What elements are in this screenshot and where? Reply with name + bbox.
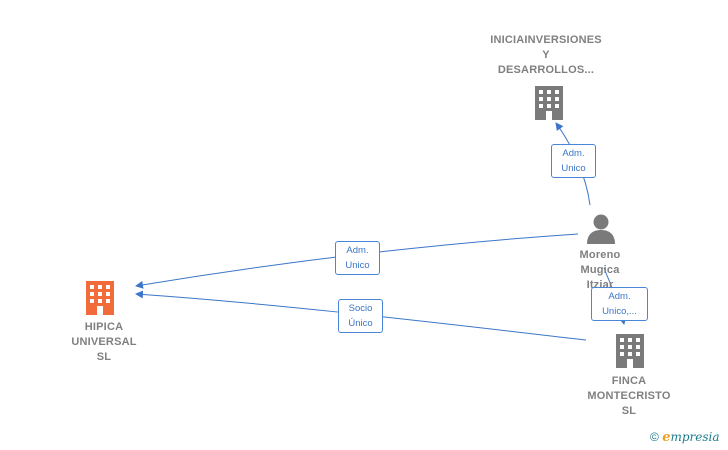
edge-label-finca-hipica[interactable]: Socio Único: [338, 299, 383, 333]
node-label-line: UNIVERSAL: [71, 336, 137, 348]
brand-logo-name: mpresia: [670, 430, 720, 444]
edge-label-line: Unico: [345, 260, 370, 271]
edge-label-line: Único: [348, 318, 373, 329]
node-label-line: INICIAINVERSIONES: [490, 34, 602, 46]
node-label-line: DESARROLLOS...: [497, 64, 595, 76]
edge-label-line: Socio: [348, 303, 373, 314]
node-label-line: HIPICA: [84, 321, 124, 333]
node-label-hipica[interactable]: HIPICA UNIVERSAL SL: [48, 320, 160, 365]
node-label-line: MONTECRISTO: [587, 390, 671, 402]
node-label-line: Y: [542, 49, 550, 61]
edge-label-moreno-finca[interactable]: Adm. Unico,...: [591, 287, 648, 321]
brand-logo: © empresia: [650, 430, 720, 445]
edge-label-line: Adm.: [562, 148, 585, 159]
building-icon[interactable]: [86, 281, 114, 315]
building-icon[interactable]: [535, 86, 563, 120]
node-label-line: Mugica: [580, 264, 620, 276]
node-label-finca[interactable]: FINCA MONTECRISTO SL: [574, 374, 684, 419]
edge-label-line: Unico: [561, 163, 586, 174]
brand-logo-e: e: [662, 430, 671, 445]
node-label-line: FINCA: [611, 375, 647, 387]
edge-label-line: Adm.: [346, 245, 369, 256]
node-label-line: Itziar: [586, 279, 614, 288]
edge-label-line: Unico,...: [602, 306, 637, 317]
edge-label-moreno-iniciainversiones[interactable]: Adm. Unico: [551, 144, 596, 178]
node-label-iniciainversiones[interactable]: INICIAINVERSIONES Y DESARROLLOS...: [476, 33, 616, 78]
edge-label-line: Adm.: [608, 291, 631, 302]
node-label-moreno[interactable]: Moreno Mugica Itziar: [560, 248, 640, 288]
node-label-line: SL: [621, 405, 637, 417]
copyright-icon: ©: [650, 430, 659, 444]
node-label-line: Moreno: [579, 249, 621, 261]
building-icon[interactable]: [616, 334, 644, 368]
person-icon[interactable]: [587, 214, 615, 245]
edge-label-moreno-hipica[interactable]: Adm. Unico: [335, 241, 380, 275]
node-label-line: SL: [96, 351, 112, 363]
